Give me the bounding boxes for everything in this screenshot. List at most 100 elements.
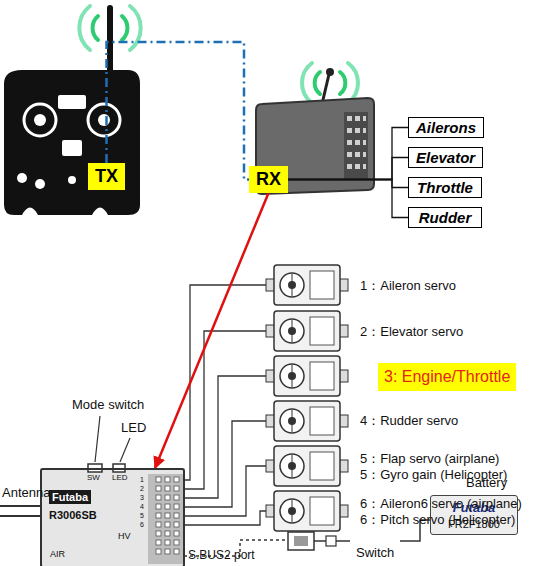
pin xyxy=(165,531,170,536)
pin-number: 4 xyxy=(140,503,144,511)
node-text: Rudder xyxy=(419,209,472,226)
servo-horn xyxy=(280,409,304,433)
tx-tag: TX xyxy=(88,163,125,190)
servo-arm xyxy=(292,455,293,477)
part-label: Antenna xyxy=(2,486,50,500)
servo-wire xyxy=(184,285,272,480)
pin xyxy=(156,495,161,500)
pin xyxy=(165,504,170,509)
pin xyxy=(165,513,170,518)
pin-number: 3 xyxy=(140,494,144,502)
servo-arm xyxy=(292,320,293,342)
pin-number: 6 xyxy=(140,521,144,529)
signal-arcs xyxy=(79,6,358,103)
servo-horn xyxy=(280,364,304,388)
node-text: Futaba xyxy=(49,490,91,504)
pin xyxy=(174,531,179,536)
receiver-bottom xyxy=(0,416,185,566)
pin xyxy=(156,486,161,491)
device-marking: AIR xyxy=(50,550,65,560)
node-text: R3006SB xyxy=(49,509,97,521)
pin xyxy=(165,540,170,545)
servo-panel xyxy=(310,271,334,299)
pin-number: 5 xyxy=(140,512,144,520)
device-marking: HV xyxy=(118,532,131,542)
pin xyxy=(174,540,179,545)
servo-arm xyxy=(292,500,293,522)
node-text: Elevator xyxy=(416,149,475,166)
connector xyxy=(155,193,269,468)
servo-horn xyxy=(280,454,304,478)
servo-body xyxy=(274,446,340,486)
pin xyxy=(165,495,170,500)
servo-body xyxy=(274,491,340,531)
servo-body xyxy=(274,265,340,305)
connector xyxy=(107,42,250,180)
node-text: RX xyxy=(256,169,281,189)
node-text: Ailerons xyxy=(416,119,476,136)
servo-wire xyxy=(184,511,272,525)
pin xyxy=(174,477,179,482)
transmitter xyxy=(4,8,140,215)
servo-wire xyxy=(184,376,272,498)
servo-arm xyxy=(292,365,293,387)
servo-label: 2：Elevator servo xyxy=(360,325,463,339)
servo-wire xyxy=(184,466,272,516)
servo-horn xyxy=(280,499,304,523)
channel-box: Ailerons xyxy=(408,117,484,138)
pin xyxy=(156,540,161,545)
pin xyxy=(156,549,161,554)
pin xyxy=(156,504,161,509)
pin xyxy=(165,549,170,554)
connector xyxy=(288,180,408,218)
device-marking: SW xyxy=(87,474,100,483)
servo-label: 4：Rudder servo xyxy=(360,414,458,428)
pin xyxy=(174,522,179,527)
pin xyxy=(156,513,161,518)
pin xyxy=(174,486,179,491)
receiver-top xyxy=(256,68,374,194)
servo-label: 5：Flap servo (airplane) xyxy=(360,452,499,466)
servo-label: 1：Aileron servo xyxy=(360,279,456,293)
pin xyxy=(156,477,161,482)
servo-panel xyxy=(310,407,334,435)
connector xyxy=(288,158,408,180)
servo-horn xyxy=(280,273,304,297)
pin xyxy=(165,522,170,527)
channel-box: Throttle xyxy=(408,177,482,198)
servo-body xyxy=(274,311,340,351)
servo-arm xyxy=(292,274,293,296)
servo-panel xyxy=(310,497,334,525)
pin xyxy=(174,549,179,554)
servo-body xyxy=(274,356,340,396)
servo-wire xyxy=(184,331,272,489)
node-text: TX xyxy=(95,166,118,186)
pin-number: 1 xyxy=(140,476,144,484)
device-marking: LED xyxy=(112,474,128,483)
servo-arm xyxy=(292,410,293,432)
part-label: Switch xyxy=(356,546,394,560)
node-text: 3: Engine/Throttle xyxy=(384,368,510,385)
part-label: Battery xyxy=(466,476,507,490)
servo-body xyxy=(274,401,340,441)
pin xyxy=(174,504,179,509)
servo-horn xyxy=(280,319,304,343)
servo-label: 6：Aileron6 servo (airplane) xyxy=(360,497,522,511)
highlight-label: 3: Engine/Throttle xyxy=(378,363,516,391)
channel-box: Rudder xyxy=(408,207,482,228)
rx-tag: RX xyxy=(249,166,288,193)
pin xyxy=(174,513,179,518)
servo-wire xyxy=(184,421,272,507)
node-text: Throttle xyxy=(417,179,473,196)
pin-number: 2 xyxy=(140,485,144,493)
pin xyxy=(174,495,179,500)
part-label: S.BUS2 port xyxy=(188,549,255,562)
pin xyxy=(156,531,161,536)
servo-label: 6：Pitch servo (Helicopter) xyxy=(360,513,515,527)
part-label: LED xyxy=(121,421,146,435)
channel-box: Elevator xyxy=(408,147,483,168)
connector xyxy=(288,180,408,188)
servo-panel xyxy=(310,317,334,345)
part-label: Mode switch xyxy=(72,398,144,412)
pin xyxy=(165,486,170,491)
